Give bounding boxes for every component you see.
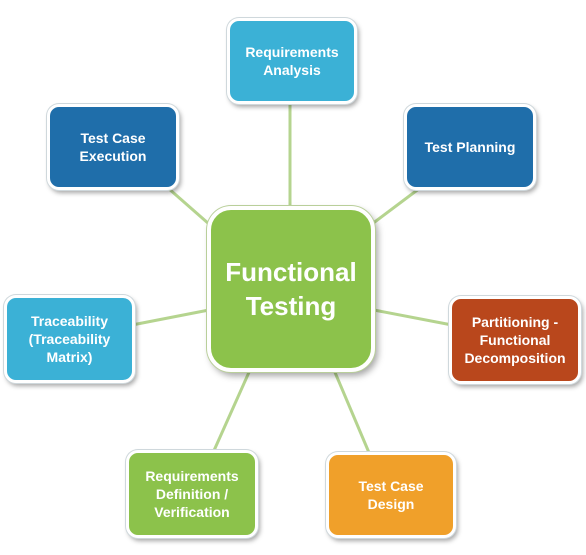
- connector-partitioning: [373, 308, 453, 327]
- node-test-planning: Test Planning: [404, 104, 536, 190]
- node-requirements-analysis: Requirements Analysis: [227, 18, 357, 104]
- connector-test-case-execution: [167, 186, 210, 226]
- node-traceability-matrix: Traceability (Traceability Matrix): [4, 295, 135, 383]
- node-test-case-execution: Test Case Execution: [47, 104, 179, 190]
- connector-requirements-definition: [210, 369, 252, 456]
- node-test-case-design: Test Case Design: [326, 452, 456, 538]
- connector-traceability: [131, 308, 210, 327]
- node-partitioning-functional-decomposition: Partitioning - Functional Decomposition: [449, 296, 581, 384]
- central-node-functional-testing: Functional Testing: [207, 206, 375, 372]
- connector-test-planning: [371, 186, 421, 226]
- node-requirements-definition-verification: Requirements Definition / Verification: [126, 450, 258, 538]
- connector-test-case-design: [332, 369, 372, 456]
